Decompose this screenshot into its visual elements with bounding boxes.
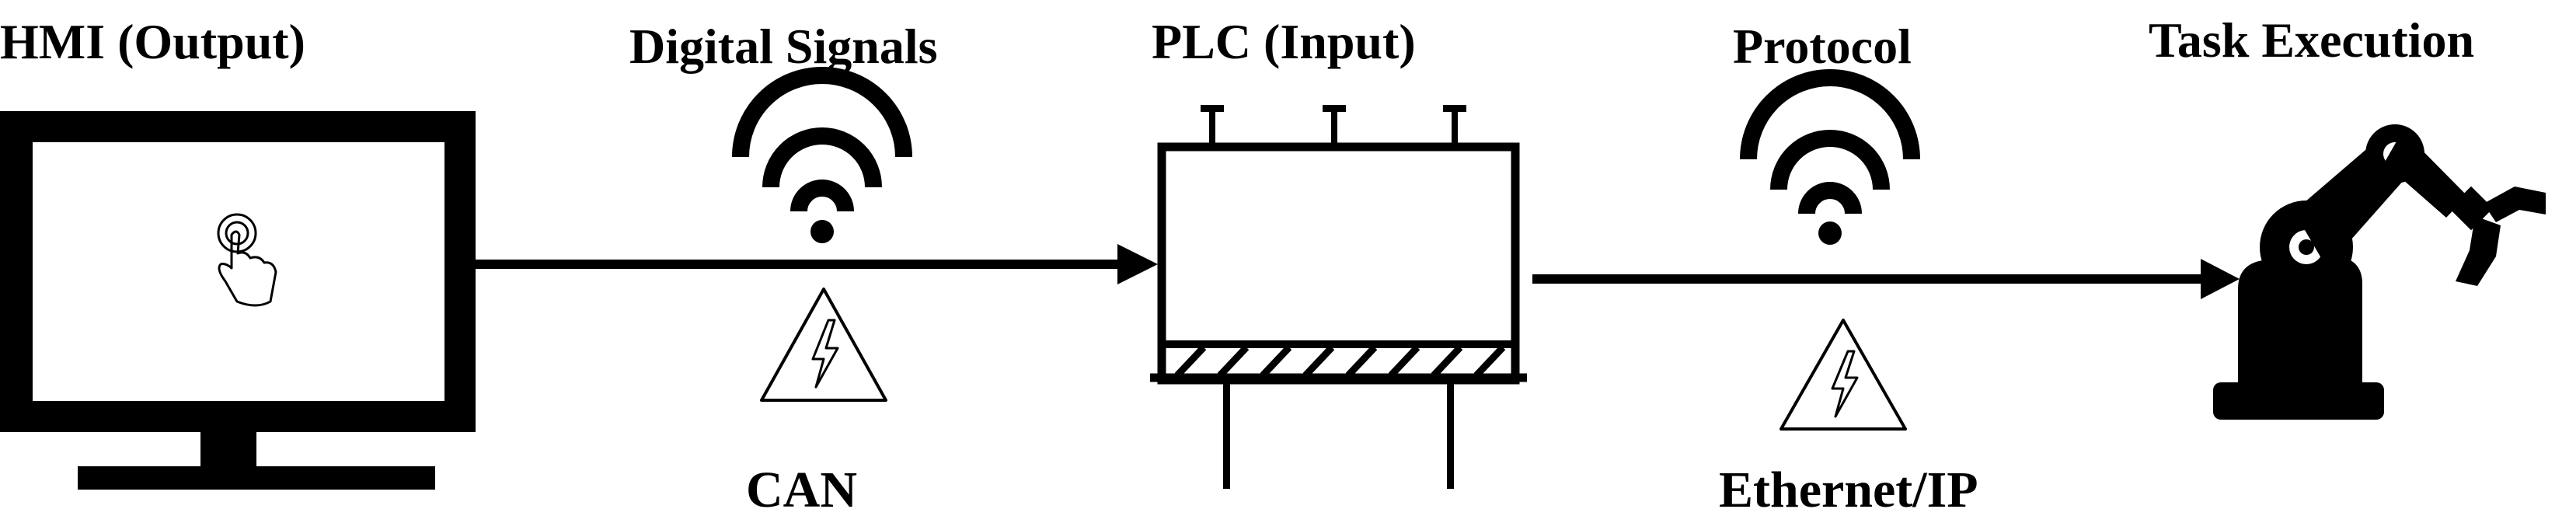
plc-module-icon (1150, 105, 1527, 489)
connector-hmi-plc (476, 244, 1158, 284)
wifi-dot (1818, 221, 1842, 245)
can-label: CAN (746, 462, 857, 518)
high-voltage-icon (1779, 319, 1907, 431)
wifi-icon (732, 67, 912, 212)
hmi-title: HMI (Output) (0, 14, 305, 69)
high-voltage-icon (760, 288, 887, 402)
task-execution-title: Task Execution (2149, 12, 2475, 68)
ethernet-ip-label: Ethernet/IP (1719, 462, 1978, 518)
monitor-icon (0, 111, 476, 490)
wifi-icon (1740, 69, 1920, 214)
protocol-title: Protocol (1733, 19, 1912, 74)
hand-touch-icon (217, 213, 277, 307)
wifi-dot (810, 220, 834, 243)
plc-title: PLC (Input) (1152, 14, 1416, 69)
connector-plc-robot (1532, 259, 2240, 299)
digital-signals-title: Digital Signals (629, 19, 938, 74)
robot-arm-icon (2213, 124, 2546, 420)
